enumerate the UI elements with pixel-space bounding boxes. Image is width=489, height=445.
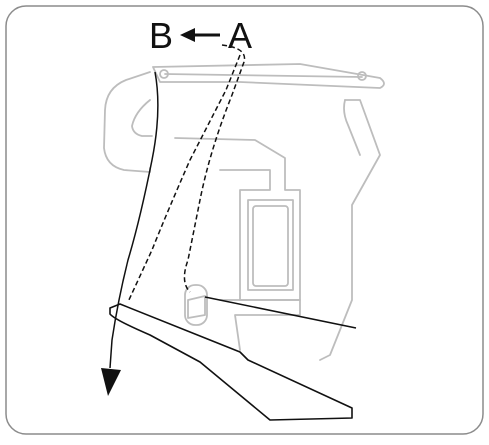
guide-pin-right [357,71,367,81]
front-face [319,99,381,361]
label-a: A [228,15,252,56]
thread-path-solid [109,71,159,369]
thread-path-dashed [127,44,246,303]
label-b: B [149,15,173,56]
thread-window-inner [252,205,289,287]
needle-clamp [184,284,208,326]
machine-outline [103,63,385,361]
guide-pin-left [159,69,169,79]
top-guide-bar [152,63,385,89]
needle-clamp-screw [187,295,206,319]
arrow-down-icon [101,368,121,396]
top-guide-rail [164,73,363,78]
needle-pointer-line [204,296,357,329]
figure-border [5,5,484,435]
upper-arm-housing [103,71,151,173]
upper-arm-inner [131,99,153,137]
thread-window [247,199,294,291]
lower-body [219,299,301,351]
arrow-left-icon [180,28,220,42]
presser-foot [109,303,353,421]
front-face-edge [343,99,361,156]
